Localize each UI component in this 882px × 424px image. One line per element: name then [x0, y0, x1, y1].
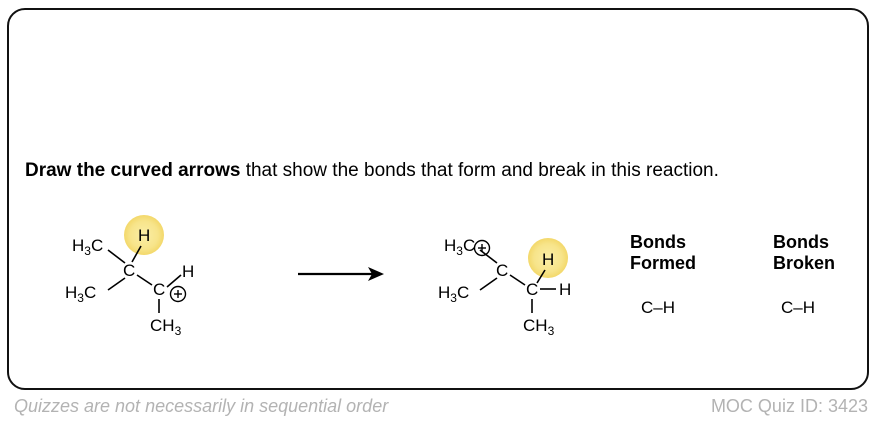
product-h-top: H — [542, 250, 554, 269]
positive-charge-icon — [169, 285, 187, 303]
bond — [509, 274, 526, 286]
bonds-formed-value: C–H — [641, 298, 676, 317]
question-prompt: Draw the curved arrows that show the bon… — [25, 160, 719, 182]
bonds-formed-line2: Formed — [630, 253, 697, 273]
reactant-h3c-top: H3C — [72, 236, 103, 258]
reactant-h-right: H — [182, 262, 194, 281]
bonds-broken-value: C–H — [781, 298, 816, 317]
quiz-id: MOC Quiz ID: 3423 — [710, 396, 868, 416]
quiz-card — [7, 8, 869, 390]
bonds-broken-line2: Broken — [773, 253, 836, 273]
reactant-h-highlight — [124, 215, 164, 255]
reactant-h-top: H — [138, 226, 150, 245]
product-h3c-top: H3C — [444, 236, 475, 258]
bond — [536, 269, 546, 284]
reactant-structure: H H3C C H3C C H CH3 — [65, 215, 194, 338]
product-c1: C — [496, 261, 508, 280]
product-ch3: CH3 — [523, 316, 555, 338]
product-h-right: H — [559, 280, 571, 299]
bonds-formed-line1: Bonds — [630, 232, 686, 252]
product-h3c-bottom: H3C — [438, 283, 469, 305]
bond — [479, 249, 498, 264]
reactant-c2: C — [153, 280, 165, 299]
bond — [107, 277, 126, 291]
footer-disclaimer: Quizzes are not necessarily in sequentia… — [14, 396, 389, 416]
product-structure: H3C C H3C H C H CH3 — [438, 236, 571, 338]
prompt-bold: Draw the curved arrows — [25, 160, 241, 181]
product-c2: C — [526, 280, 538, 299]
bond — [479, 277, 498, 291]
reactant-ch3: CH3 — [150, 316, 182, 338]
reactant-h3c-bottom: H3C — [65, 283, 96, 305]
bond — [136, 274, 153, 286]
bonds-formed-heading: Bonds Formed — [630, 232, 696, 274]
positive-charge-icon — [473, 239, 491, 257]
prompt-rest: that show the bonds that form and break … — [240, 160, 719, 181]
bond — [107, 249, 126, 264]
bonds-broken-heading: Bonds Broken — [773, 232, 835, 274]
reaction-arrow-icon — [298, 267, 384, 281]
bonds-broken-line1: Bonds — [773, 232, 829, 252]
product-h-highlight — [528, 238, 568, 278]
bond — [131, 245, 142, 263]
bond — [166, 274, 182, 288]
reactant-c1: C — [123, 261, 135, 280]
